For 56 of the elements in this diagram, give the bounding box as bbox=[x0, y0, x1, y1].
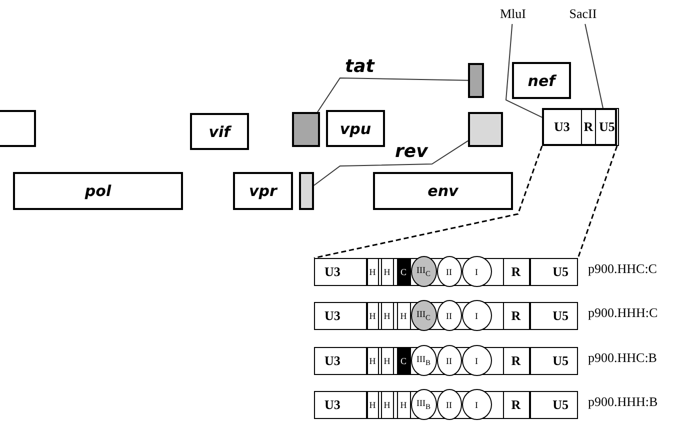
enhancer-circle: I bbox=[462, 256, 492, 287]
enhancer-circle: I bbox=[462, 345, 492, 376]
region-cell: R bbox=[502, 258, 530, 286]
region-cell: H bbox=[380, 258, 394, 286]
restriction-site-label: MluI bbox=[491, 4, 535, 24]
gene-box: vif bbox=[190, 113, 249, 150]
enhancer-circle: III$_{B}$ bbox=[410, 345, 436, 376]
construct-bar bbox=[314, 347, 578, 375]
enhancer-circle: III$_{C}$ bbox=[410, 256, 436, 287]
enhancer-circle: II bbox=[436, 256, 462, 287]
region-cell: C bbox=[396, 346, 410, 374]
enhancer-circle: II bbox=[436, 389, 462, 420]
construct-bar bbox=[314, 258, 578, 286]
region-cell: C bbox=[396, 258, 410, 286]
region-cell: H bbox=[396, 302, 410, 330]
ltr-box bbox=[542, 108, 617, 146]
construct-bar bbox=[314, 391, 578, 419]
connector-line bbox=[314, 140, 468, 186]
restriction-site-label: SacII bbox=[560, 4, 606, 24]
enhancer-circle: III$_{B}$ bbox=[410, 389, 436, 420]
zoom-line bbox=[314, 146, 543, 259]
gene-box: vpu bbox=[326, 110, 385, 147]
region-cell: H bbox=[366, 346, 378, 374]
construct-name: p900.HHC:C bbox=[588, 261, 657, 277]
region-cell: H bbox=[380, 302, 394, 330]
connector-line bbox=[505, 24, 542, 118]
enhancer-circle: III$_{C}$ bbox=[410, 300, 436, 331]
exon-box bbox=[468, 63, 484, 98]
exon-box bbox=[299, 172, 314, 210]
construct-name: p900.HHH:C bbox=[588, 305, 658, 321]
region-cell: R bbox=[502, 390, 530, 418]
enhancer-circle: I bbox=[462, 389, 492, 420]
region-cell: H bbox=[366, 302, 378, 330]
enhancer-circle: II bbox=[436, 345, 462, 376]
region-cell: H bbox=[366, 258, 378, 286]
enhancer-circle: I bbox=[462, 300, 492, 331]
region-cell: R bbox=[502, 346, 530, 374]
gene-box: vpr bbox=[233, 172, 293, 210]
construct-name: p900.HHH:B bbox=[588, 394, 658, 410]
gene-box: pol bbox=[13, 172, 183, 210]
connector-line bbox=[317, 78, 468, 112]
gene-box: env bbox=[373, 172, 513, 210]
enhancer-circle: II bbox=[436, 300, 462, 331]
region-cell: H bbox=[380, 346, 394, 374]
region-cell: H bbox=[366, 390, 378, 418]
exon-box bbox=[468, 112, 503, 147]
exon-box bbox=[292, 112, 320, 147]
gene-box bbox=[0, 110, 36, 147]
connector-line bbox=[584, 24, 604, 108]
region-cell: R bbox=[502, 302, 530, 330]
region-cell: H bbox=[396, 390, 410, 418]
construct-name: p900.HHC:B bbox=[588, 350, 657, 366]
construct-bar bbox=[314, 302, 578, 330]
gene-box: nef bbox=[512, 62, 571, 99]
zoom-line bbox=[577, 146, 618, 258]
region-cell: H bbox=[380, 390, 394, 418]
